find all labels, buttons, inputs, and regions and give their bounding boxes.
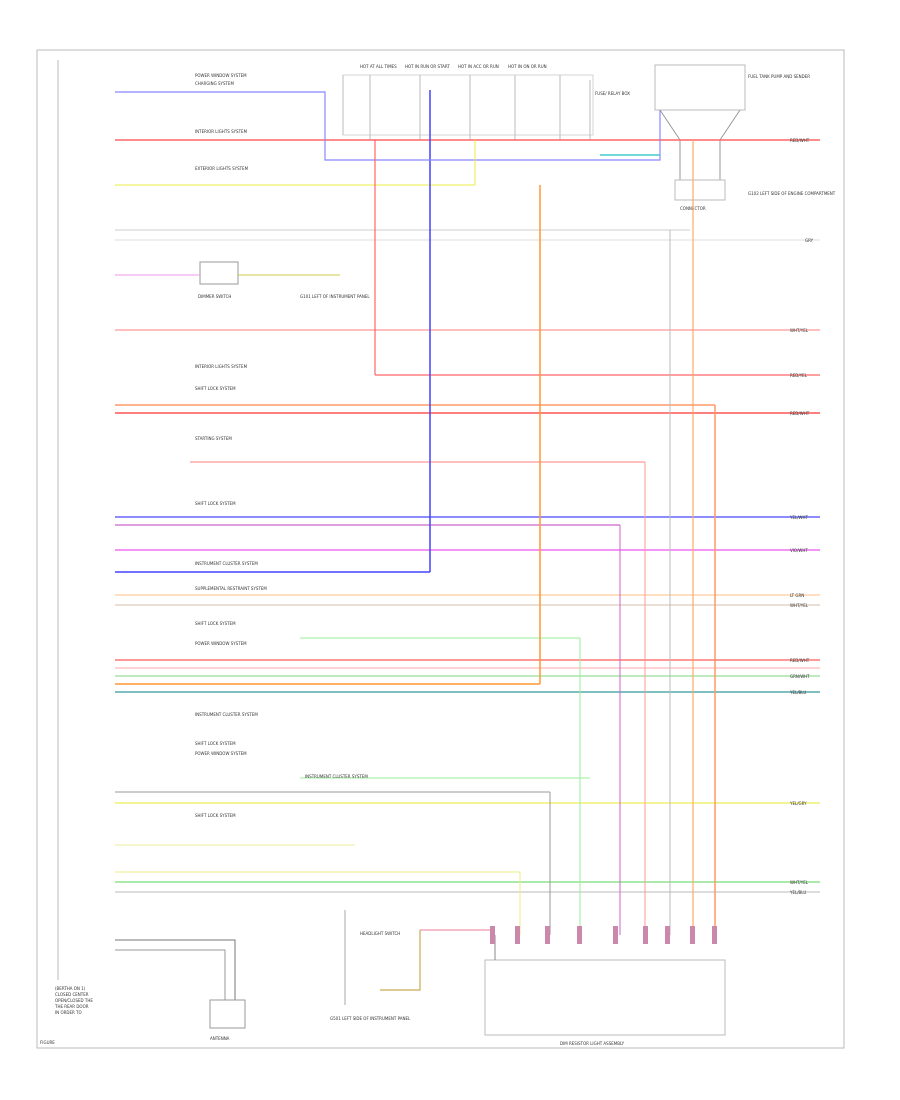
bottom-center-label: DIM RESISTOR LIGHT ASSEMBLY xyxy=(560,1041,625,1046)
ground-g101-label: G101 LEFT OF INSTRUMENT PANEL xyxy=(300,294,370,299)
row-label-9: SUPPLEMENTAL RESTRAINT SYSTEM xyxy=(195,586,267,591)
right-label-0: RED/WHT xyxy=(790,138,810,143)
row-label-1: CHARGING SYSTEM xyxy=(195,81,234,86)
row-labels: POWER WINDOW SYSTEM CHARGING SYSTEM INTE… xyxy=(195,73,368,818)
antenna-label: ANTENNA xyxy=(210,1036,230,1041)
headlight-label: HEADLIGHT SWITCH xyxy=(360,931,400,936)
row-label-3: EXTERIOR LIGHTS SYSTEM xyxy=(195,166,249,171)
right-label-11: YEL/BLU xyxy=(789,690,806,695)
right-label-6: VIO/WHT xyxy=(790,548,808,553)
row-label-6: STARTING SYSTEM xyxy=(195,436,232,441)
left-notes: (BERTHA ON 1) CLOSED CENTER OPEN/CLOSED … xyxy=(40,986,93,1045)
dimmer-switch: DIMMER SWITCH G101 LEFT OF INSTRUMENT PA… xyxy=(115,261,370,299)
left-note-3: OPEN/CLOSED THE xyxy=(55,998,93,1003)
row-label-11: POWER WINDOW SYSTEM xyxy=(195,641,247,646)
row-label-14: POWER WINDOW SYSTEM xyxy=(195,751,247,756)
antenna-component: ANTENNA xyxy=(115,939,246,1041)
right-label-14: YEL/BLU xyxy=(789,890,806,895)
left-note-2: CLOSED CENTER xyxy=(55,992,89,997)
fuse-box-label: FUSE/ RELAY BOX xyxy=(595,91,630,96)
fuse-callout-2: HOT IN RUN OR START xyxy=(405,64,450,69)
right-label-8: WHT/YEL xyxy=(790,603,809,608)
ground-bottom-label: G501 LEFT SIDE OF INSTRUMENT PANEL xyxy=(330,1016,411,1021)
row-label-5: SHIFT LOCK SYSTEM xyxy=(195,386,236,391)
right-label-2: WHT/YEL xyxy=(790,328,809,333)
right-label-9: RED/WHT xyxy=(790,658,810,663)
diagram-border xyxy=(36,49,845,1049)
dimmer-label: DIMMER SWITCH xyxy=(198,294,231,299)
right-label-4: RED/WHT xyxy=(790,411,810,416)
fuse-callout-3: HOT IN ACC OR RUN xyxy=(458,64,499,69)
right-label-7: LT GRN xyxy=(790,593,804,598)
row-label-13: SHIFT LOCK SYSTEM xyxy=(195,741,236,746)
row-label-15: INSTRUMENT CLUSTER SYSTEM xyxy=(305,774,368,779)
footer-left-label: FIGURE xyxy=(40,1040,55,1045)
left-note-1: (BERTHA ON 1) xyxy=(55,986,86,991)
right-label-1: GRY xyxy=(805,238,814,243)
row-label-12: INSTRUMENT CLUSTER SYSTEM xyxy=(195,712,258,717)
right-label-13: WHT/YEL xyxy=(790,880,809,885)
right-label-10: GRN/WHT xyxy=(790,674,810,679)
right-edge-labels: RED/WHT GRY WHT/YEL RED/YEL RED/WHT YEL/… xyxy=(789,138,814,895)
right-label-3: RED/YEL xyxy=(790,373,808,378)
right-label-12: YEL/GRY xyxy=(789,801,807,806)
row-label-4: INTERIOR LIGHTS SYSTEM xyxy=(195,364,248,369)
row-label-2: INTERIOR LIGHTS SYSTEM xyxy=(195,129,248,134)
left-note-4: THE REAR DOOR xyxy=(54,1004,89,1009)
bottom-connector-box: DIM RESISTOR LIGHT ASSEMBLY xyxy=(380,926,726,1046)
left-note-5: IN ORDER TO xyxy=(55,1010,82,1015)
row-label-7: SHIFT LOCK SYSTEM xyxy=(195,501,236,506)
right-label-5: YEL/WHT xyxy=(789,515,809,520)
top-fuse-block: HOT AT ALL TIMES HOT IN RUN OR START HOT… xyxy=(342,64,630,140)
row-label-8: INSTRUMENT CLUSTER SYSTEM xyxy=(195,561,258,566)
fuel-tank-label: FUEL TANK PUMP AND SENDER xyxy=(748,74,810,79)
row-label-16: SHIFT LOCK SYSTEM xyxy=(195,813,236,818)
headlight-switch: HEADLIGHT SWITCH G501 LEFT SIDE OF INSTR… xyxy=(330,910,411,1021)
fuse-callout-1: HOT AT ALL TIMES xyxy=(360,64,397,69)
row-label-0: POWER WINDOW SYSTEM xyxy=(195,73,247,78)
ground-g102-label: G102 LEFT SIDE OF ENGINE COMPARTMENT xyxy=(748,191,836,196)
row-label-10: SHIFT LOCK SYSTEM xyxy=(195,621,236,626)
wire-violet-top xyxy=(115,91,661,161)
fuse-callout-4: HOT IN ON OR RUN xyxy=(508,64,547,69)
